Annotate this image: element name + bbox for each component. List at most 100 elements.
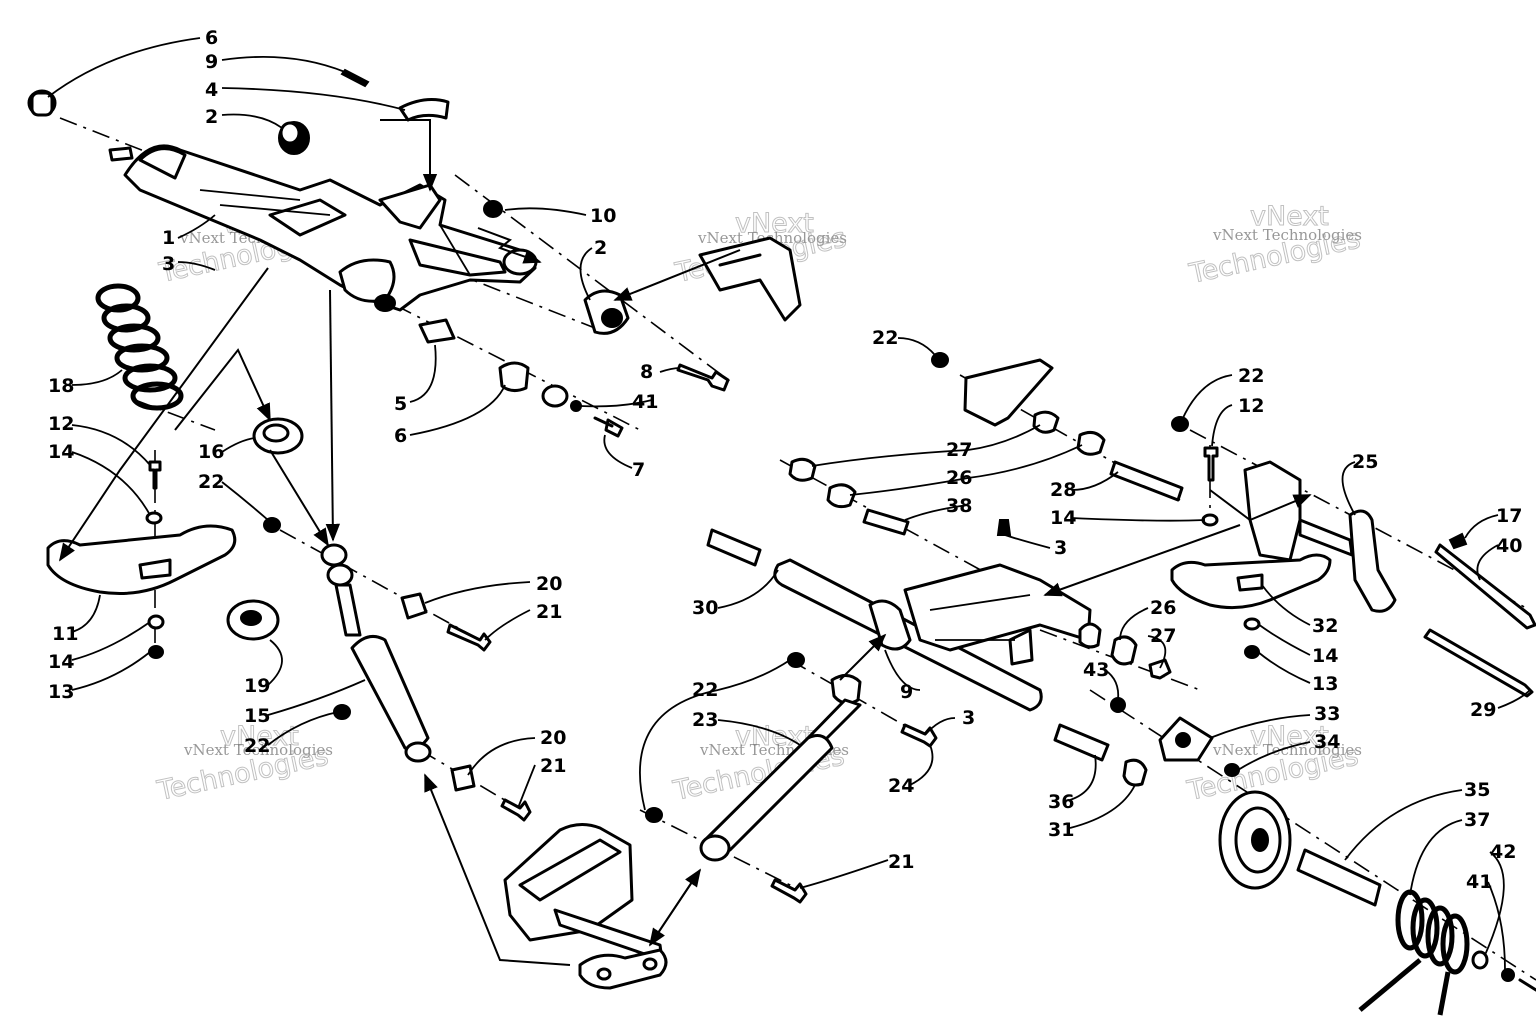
callout-label: 13 — [1312, 673, 1338, 695]
washer-part — [147, 614, 165, 630]
callout-label: 12 — [48, 413, 74, 435]
callout-label: 21 — [536, 601, 562, 623]
callout-label: 38 — [946, 495, 972, 517]
bushing-part — [1110, 635, 1138, 666]
bolt-part — [676, 363, 730, 392]
callout-label: 20 — [540, 727, 566, 749]
bushing-part — [1032, 410, 1060, 434]
washer-part — [1243, 617, 1261, 631]
shaft-part — [862, 508, 910, 536]
slider-skid-part — [46, 524, 237, 595]
bushing-part — [450, 764, 476, 792]
lockwasher-part — [1501, 968, 1515, 982]
callout-label: 26 — [1150, 597, 1176, 619]
bolt-part — [593, 416, 624, 438]
bolt-part — [446, 623, 492, 652]
callout-label: 2 — [594, 237, 607, 259]
watermark-label: vNext Technologies — [1212, 226, 1362, 244]
bolt-part — [770, 878, 808, 904]
watermark-word-vnext: vNext — [735, 208, 814, 239]
watermark-4: vNext vNext Technologies Technologies — [154, 721, 333, 808]
callout-label: 42 — [1490, 841, 1516, 863]
callout-label: 14 — [48, 441, 74, 463]
bolt-part — [1148, 658, 1172, 680]
callout-label: 10 — [590, 205, 616, 227]
bolt-part — [1518, 978, 1536, 992]
callout-label: 22 — [872, 327, 898, 349]
washer-part — [1201, 513, 1219, 527]
nut-part — [263, 517, 281, 533]
watermark-label: vNext Technologies — [183, 741, 333, 759]
shaft-part — [1053, 723, 1110, 762]
washer-part — [145, 511, 163, 525]
adjuster-plate-part — [1158, 716, 1214, 762]
callout-label: 3 — [962, 707, 975, 729]
front-spring-shock-assembly — [46, 283, 532, 822]
callout-label: 22 — [198, 471, 224, 493]
arrow — [269, 449, 329, 547]
callout-label: 14 — [48, 651, 74, 673]
callout-label: 19 — [244, 675, 270, 697]
callout-label: 14 — [1050, 507, 1076, 529]
spacer-part — [418, 318, 456, 344]
axis-front-arm-right — [454, 174, 736, 386]
callout-label: 21 — [540, 755, 566, 777]
callout-label: 21 — [888, 851, 914, 873]
rear-skid-part — [1170, 553, 1332, 610]
callout-label: 32 — [1312, 615, 1338, 637]
callout-label: 20 — [536, 573, 562, 595]
spacer-tube-part — [1296, 848, 1382, 907]
callout-label: 17 — [1496, 505, 1522, 527]
callout-label: 22 — [1238, 365, 1264, 387]
bushing-part — [400, 592, 428, 620]
long-bolt-part — [1434, 543, 1536, 630]
callout-label: 16 — [198, 441, 224, 463]
callout-label: 3 — [1054, 537, 1067, 559]
arrow — [424, 773, 571, 966]
mount-bracket-part — [698, 236, 802, 322]
front-arm-frame-part — [108, 144, 538, 312]
nut-part — [1110, 697, 1126, 713]
watermark-3: vNext vNext Technologies Technologies — [1186, 201, 1364, 291]
arrow — [174, 348, 271, 431]
washer-part — [541, 384, 569, 408]
callout-label: 6 — [205, 27, 218, 49]
callout-label: 27 — [946, 439, 972, 461]
callout-label: 31 — [1048, 819, 1074, 841]
nut-part — [1224, 763, 1240, 777]
grease-fitting-part — [996, 519, 1012, 536]
callout-leaders — [47, 37, 1531, 971]
watermark-word-vnext: vNext — [1250, 201, 1329, 232]
arrow — [839, 633, 887, 681]
axis-rear-shock-top — [789, 659, 931, 741]
callout-label: 14 — [1312, 645, 1338, 667]
callout-label: 43 — [1083, 659, 1109, 681]
arrow — [380, 119, 438, 192]
spacer-part — [1122, 758, 1148, 787]
shaft-part — [1109, 460, 1184, 502]
callout-label: 6 — [394, 425, 407, 447]
arrow — [613, 249, 741, 301]
callout-label: 2 — [205, 106, 218, 128]
arrow — [325, 289, 341, 542]
nut-part — [483, 200, 503, 218]
callout-label: 40 — [1496, 535, 1522, 557]
callout-label: 28 — [1050, 479, 1076, 501]
front-arm-assembly — [27, 68, 802, 438]
callout-label: 29 — [1470, 699, 1496, 721]
arrow — [1209, 489, 1312, 522]
callout-label: 7 — [632, 459, 645, 481]
callout-label: 11 — [52, 623, 78, 645]
callout-labels: 6 9 4 2 1 3 10 2 18 12 14 16 22 5 6 8 41… — [48, 27, 1522, 893]
callout-label: 35 — [1464, 779, 1490, 801]
bushing-part — [278, 121, 310, 155]
washer-part — [1471, 950, 1489, 970]
callout-label: 4 — [205, 79, 218, 101]
callout-label: 9 — [205, 51, 218, 73]
callout-label: 18 — [48, 375, 74, 397]
callout-label: 12 — [1238, 395, 1264, 417]
nut-part — [1244, 645, 1260, 659]
watermark-label: vNext Technologies — [1212, 741, 1362, 759]
rear-shock-absorber-part — [699, 652, 862, 862]
